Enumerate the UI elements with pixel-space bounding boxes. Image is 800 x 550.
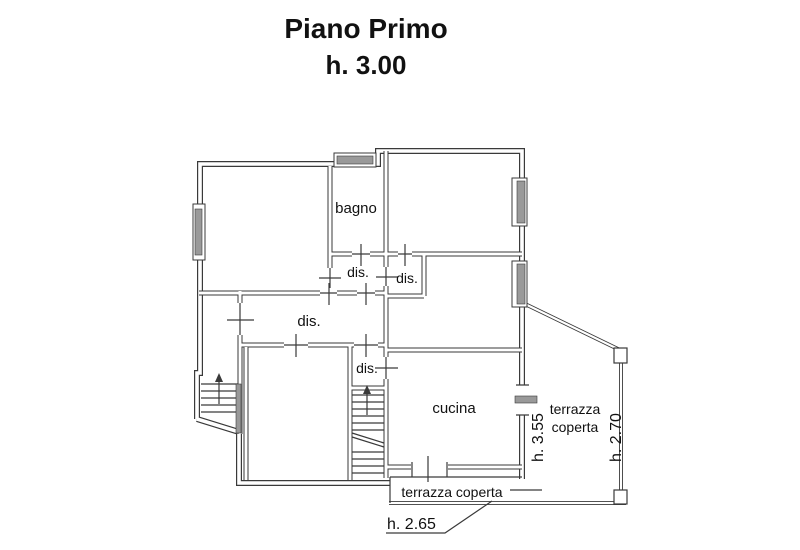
exterior-walls: [194, 148, 525, 503]
window-bagno-icon: [333, 152, 377, 168]
room-label-dis-3: dis.: [356, 360, 378, 376]
door-openings: [234, 248, 529, 501]
room-label-bagno: bagno: [335, 200, 377, 217]
page-title: Piano Primo: [284, 13, 447, 44]
window-top-right-room-icon: [511, 177, 528, 227]
terrace-edges: [389, 347, 628, 505]
room-label-terrazza-bottom: terrazza coperta: [401, 484, 502, 500]
height-label-terrazza-bottom: h. 2.65: [387, 516, 436, 533]
terrace-walls: [389, 301, 626, 505]
height-label-terrazza-outer: h. 2.70: [608, 413, 625, 462]
floor-height-subtitle: h. 3.00: [326, 50, 407, 80]
terrace-door-threshold: [514, 395, 538, 404]
room-label-terrazza-right-1: terrazza: [550, 401, 601, 417]
room-label-cucina: cucina: [432, 400, 476, 417]
room-label-dis-2: dis.: [396, 270, 418, 286]
texts: Piano Primo h. 3.00 bagno dis. dis. dis.…: [284, 13, 625, 533]
windows: [192, 152, 528, 308]
room-label-dis-1: dis.: [347, 264, 369, 280]
room-label-dis-corridor: dis.: [297, 313, 320, 330]
room-label-terrazza-right-2: coperta: [552, 419, 599, 435]
stairs-up-arrow-icon: [363, 385, 371, 394]
terrace-pillar-bottom: [613, 489, 628, 505]
window-middle-right-room-icon: [511, 260, 528, 308]
terrace-pillar-top: [613, 347, 628, 364]
door-ticks: [227, 244, 542, 491]
height-label-terrazza-inner: h. 3.55: [530, 413, 547, 462]
window-left-room-icon: [192, 203, 206, 261]
stairs-left: [201, 373, 242, 434]
height-leader-line: [386, 500, 493, 534]
stairs-up-arrow-icon: [215, 373, 223, 382]
stairs-middle: [351, 385, 385, 474]
